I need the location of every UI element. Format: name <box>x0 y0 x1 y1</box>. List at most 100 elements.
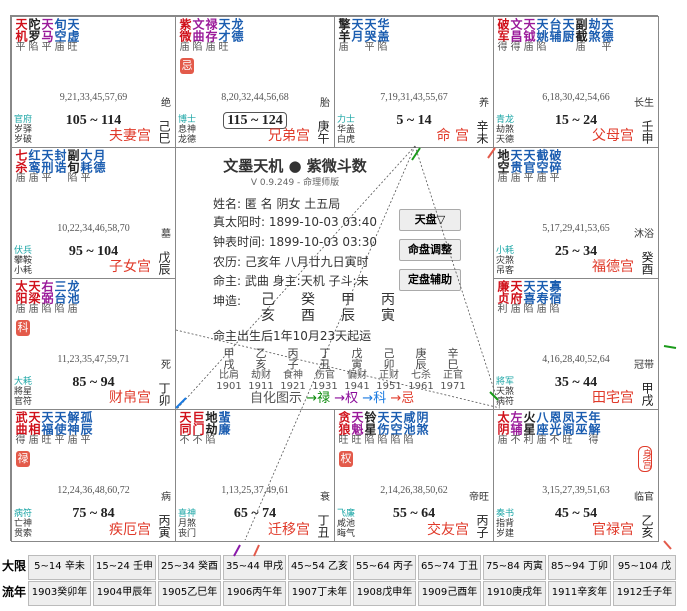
ganzhi: 甲戌 <box>640 382 654 406</box>
star-list: 太阳庙天梁庙右弼陷三台陷龙池庙 <box>14 280 80 316</box>
ming-zhu: 命主: 武曲 身主:天机 子斗:未 <box>213 274 369 288</box>
star: 三台陷 <box>53 280 67 315</box>
gods-list: 力士华盖白虎 <box>337 115 356 145</box>
age-list: 10,22,34,46,58,70 <box>57 223 130 234</box>
gods-list: 奏书指背岁建 <box>496 509 515 539</box>
daxian-button[interactable]: 45~54 乙亥 <box>288 555 351 580</box>
liunian-button[interactable]: 1908戊申年 <box>353 581 416 606</box>
star: 火星利 <box>522 411 536 446</box>
liunian-button[interactable]: 1905乙巳年 <box>158 581 221 606</box>
gods-list: 喜神月煞丧门 <box>178 509 197 539</box>
changsheng-stage: 临官 <box>634 492 654 503</box>
liunian-button[interactable]: 1903癸卯年 <box>28 581 91 606</box>
daxian-range: 15 ~ 24 <box>554 113 598 128</box>
liunian-button[interactable]: 1910庚戌年 <box>483 581 546 606</box>
star: 天相庙 <box>27 411 41 446</box>
star: 孤辰平 <box>79 411 93 446</box>
star: 左辅不 <box>509 411 523 446</box>
liunian-button[interactable]: 1907丁未年 <box>288 581 351 606</box>
star-list: 紫微庙文曲陷禄存庙天才旺龙德 <box>178 18 244 54</box>
palace-name: 夫妻宫 <box>109 128 151 144</box>
star: 太阴庙 <box>496 411 510 446</box>
star: 禄存庙 <box>204 18 218 53</box>
star: 天梁庙 <box>27 280 41 315</box>
palace-name: 田宅宫 <box>592 390 634 406</box>
ganzhi: 丙子 <box>475 514 489 538</box>
star: 天虚旺 <box>66 18 80 53</box>
star: 天空陷 <box>389 411 403 446</box>
palace-name: 疾厄宫 <box>109 522 151 538</box>
palace-name: 兄弟宫 <box>268 128 310 144</box>
age-list: 11,23,35,47,59,71 <box>57 354 130 365</box>
assist-button[interactable]: 定盘辅助 <box>399 269 461 291</box>
age-list: 4,16,28,40,52,64 <box>542 354 610 365</box>
ganzhi: 戊辰 <box>157 251 171 275</box>
star: 旬空庙 <box>53 18 67 53</box>
daxian-button[interactable]: 55~64 丙子 <box>353 555 416 580</box>
star: 地空庙 <box>496 149 510 184</box>
changsheng-stage: 胎 <box>320 98 330 109</box>
liunian-button[interactable]: 1911辛亥年 <box>548 581 611 606</box>
daxian-button[interactable]: 35~44 甲戌 <box>223 555 286 580</box>
star: 文曲陷 <box>191 18 205 53</box>
adjust-chart-button[interactable]: 命盘调整 <box>399 239 461 261</box>
sihua-badge: 科 <box>16 320 30 336</box>
liunian-button[interactable]: 1906丙午年 <box>223 581 286 606</box>
gods-list: 青龙劫煞天德 <box>496 115 515 145</box>
daxian-range: 75 ~ 84 <box>72 506 115 521</box>
age-list: 3,15,27,39,51,63 <box>542 485 610 496</box>
star: 截空庙 <box>535 149 549 184</box>
palace-name: 子女宫 <box>109 259 151 275</box>
liunian-button[interactable]: 1904甲辰年 <box>93 581 156 606</box>
pillar-year: 己亥 <box>261 292 275 324</box>
star: 右弼陷 <box>40 280 54 315</box>
gods-list: 官府岁驿岁破 <box>14 115 33 145</box>
pillar-hour: 丙寅 <box>381 292 395 324</box>
star: 龙德 <box>230 18 244 42</box>
daxian-range: 5 ~ 14 <box>396 113 432 128</box>
liunian-button[interactable]: 1909己酉年 <box>418 581 481 606</box>
sihua-legend: 自化图示 →禄 →权 →科 →忌 <box>250 391 415 406</box>
daxian-button[interactable]: 95~104 戊辰 <box>613 555 676 594</box>
gods-list: 大耗將星官符 <box>14 377 33 407</box>
star: 天寿庙 <box>535 280 549 315</box>
ganzhi: 庚午 <box>316 120 330 144</box>
daxian-range: 65 ~ 74 <box>233 506 277 521</box>
star: 天德平 <box>600 18 614 53</box>
daxian-button[interactable]: 85~94 丁卯 <box>548 555 611 580</box>
daxian-button[interactable]: 25~34 癸酉 <box>158 555 221 580</box>
sihua-badge: 忌 <box>180 58 194 74</box>
daxian-button[interactable]: 65~74 丁丑 <box>418 555 481 580</box>
changsheng-stage: 长生 <box>634 98 654 109</box>
star-list: 天同不巨门不地劫陷蜚廉 <box>178 411 231 447</box>
star: 破军得 <box>496 18 510 53</box>
liunian-button[interactable]: 1912壬子年 <box>613 581 676 606</box>
star-list: 太阴庙左辅不火星利八座庙恩光不凤阁旺天巫年解得 <box>496 411 601 447</box>
daxian-button[interactable]: 75~84 丙寅 <box>483 555 546 580</box>
star: 解神庙 <box>66 411 80 446</box>
daxian-button[interactable]: 5~14 辛未 <box>28 555 91 580</box>
star: 天福旺 <box>40 411 54 446</box>
star: 天机平 <box>14 18 28 53</box>
daxian-button[interactable]: 15~24 壬申 <box>93 555 156 580</box>
star: 天伤陷 <box>376 411 390 446</box>
star: 寡宿陷 <box>548 280 562 315</box>
tianpan-button[interactable]: 天盘▽ <box>399 209 461 231</box>
age-list: 9,21,33,45,57,69 <box>59 92 128 103</box>
